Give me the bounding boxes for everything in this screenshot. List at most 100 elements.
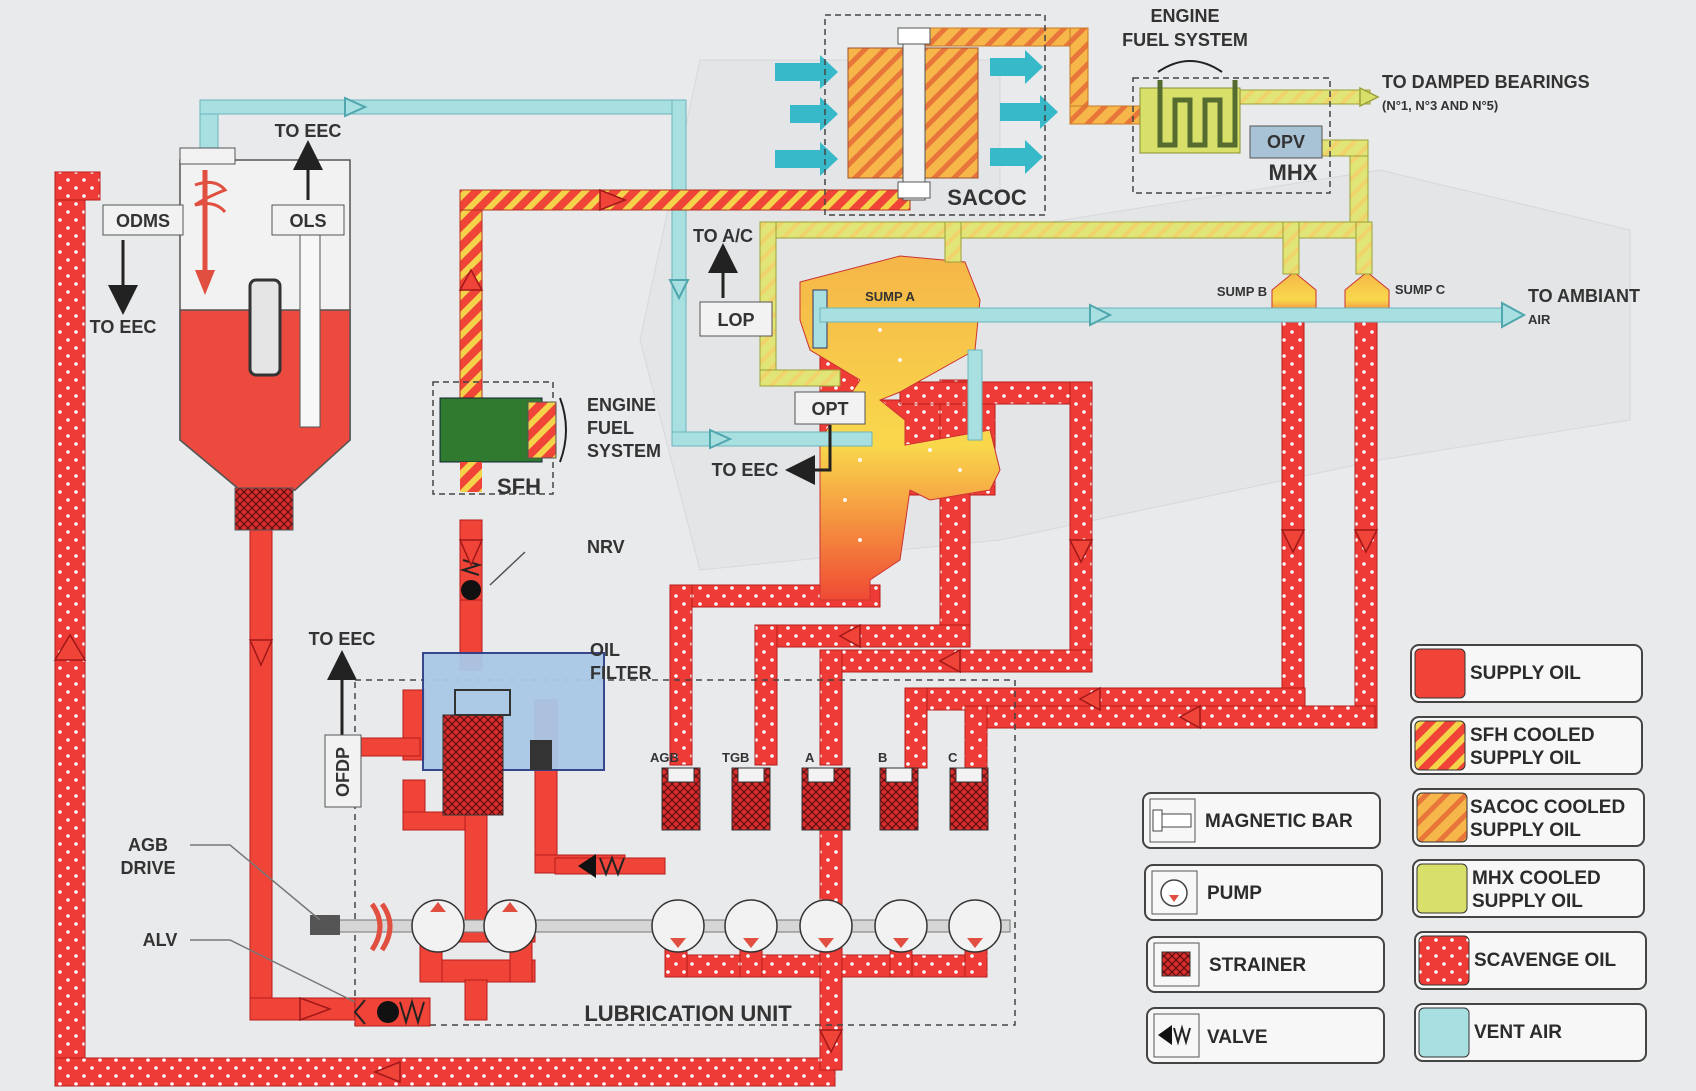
to-eec-top-label: TO EEC xyxy=(275,121,342,141)
diagram-labels: ENGINE FUEL SYSTEM TO DAMPED BEARINGS (N… xyxy=(90,6,1640,1026)
engine-fuel-system-top-line2: FUEL SYSTEM xyxy=(1122,30,1248,50)
legend-mhx-cooled: MHX COOLED SUPPLY OIL xyxy=(1412,859,1645,918)
lubrication-unit-label: LUBRICATION UNIT xyxy=(584,1001,792,1026)
sump-b-label: SUMP B xyxy=(1217,284,1267,299)
scavenge-pump-5 xyxy=(948,899,1002,953)
ols-box: OLS xyxy=(271,204,345,236)
scavenge-pump-4 xyxy=(874,899,928,953)
strainer-tag-b: B xyxy=(878,750,887,765)
sacoc-cooled-lines xyxy=(904,27,1141,125)
pump-icon xyxy=(1160,879,1188,907)
strainer-a xyxy=(801,767,851,831)
legend-vent-air: VENT AIR xyxy=(1414,1003,1647,1062)
strainer-b xyxy=(879,767,919,831)
legend-mhx-cooled-line2: SUPPLY OIL xyxy=(1472,891,1583,912)
leader-lines xyxy=(190,844,356,1003)
opv-label: OPV xyxy=(1267,132,1305,152)
mhx-heat-exchanger xyxy=(1132,60,1331,194)
sfh-heat-exchanger xyxy=(432,381,567,495)
legend-oils: SUPPLY OIL SFH COOLED SUPPLY OIL SACOC C… xyxy=(1410,644,1647,1062)
to-eec-opt-label: TO EEC xyxy=(712,460,779,480)
strainer-tag-tgb: TGB xyxy=(722,750,749,765)
opt-label: OPT xyxy=(811,399,848,419)
to-eec-left-label: TO EEC xyxy=(90,317,157,337)
oil-tank xyxy=(179,147,351,531)
vent-air-arrows xyxy=(344,96,1527,450)
strainer-icon xyxy=(1161,951,1191,977)
strainer-agb xyxy=(661,767,701,831)
engine-fuel-system-mid-line3: SYSTEM xyxy=(587,441,661,461)
flow-arrows xyxy=(53,188,1379,1084)
scavenge-pump-1 xyxy=(651,899,705,953)
sacoc-air-arrows xyxy=(775,50,1058,176)
oil-filter xyxy=(354,652,1016,1026)
opt-box: OPT xyxy=(794,391,866,425)
alv-label: ALV xyxy=(143,930,178,950)
odms-box: ODMS xyxy=(102,204,184,236)
nrv-label: NRV xyxy=(587,537,625,557)
strainer-c xyxy=(949,767,989,831)
to-ambiant-air-line2: AIR xyxy=(1528,312,1551,327)
oil-filter-line1: OIL xyxy=(590,640,620,660)
ofdp-box: OFDP xyxy=(324,734,362,808)
strainer-tag-c: C xyxy=(948,750,958,765)
sump-c-label: SUMP C xyxy=(1395,282,1446,297)
legend-supply-oil-label: SUPPLY OIL xyxy=(1470,663,1581,684)
lop-label: LOP xyxy=(717,310,754,330)
nrv-valve xyxy=(459,539,526,601)
legend-valve-label: VALVE xyxy=(1207,1027,1268,1048)
sacoc-cooler xyxy=(824,14,1046,216)
legend-sfh-cooled-line1: SFH COOLED xyxy=(1470,725,1595,746)
legend-supply-oil: SUPPLY OIL xyxy=(1410,644,1643,703)
vent-air-lines xyxy=(199,99,1506,447)
legend-mhx-cooled-line1: MHX COOLED xyxy=(1472,868,1601,889)
mhx-label: MHX xyxy=(1269,160,1318,185)
magnetic-bar-icon xyxy=(1152,809,1192,832)
sfh-cooled-lines xyxy=(459,189,911,401)
oil-filter-line2: FILTER xyxy=(590,663,652,683)
to-damped-bearings-line2: (N°1, N°3 AND N°5) xyxy=(1382,98,1498,113)
strainer-tag-agb: AGB xyxy=(650,750,679,765)
legend-magnetic-bar-label: MAGNETIC BAR xyxy=(1205,811,1353,832)
legend-strainer-label: STRAINER xyxy=(1209,955,1306,976)
scavenge-valve xyxy=(554,854,666,878)
legend-valve: VALVE xyxy=(1146,1007,1385,1064)
alv-valve xyxy=(353,997,431,1027)
engine-fuel-system-mid-line2: FUEL xyxy=(587,418,634,438)
legend-strainer: STRAINER xyxy=(1146,936,1385,993)
legend-sfh-cooled-line2: SUPPLY OIL xyxy=(1470,748,1581,769)
ofdp-label: OFDP xyxy=(333,747,353,797)
legend-sacoc-cooled: SACOC COOLED SUPPLY OIL xyxy=(1412,788,1645,847)
mhx-cooled-lines xyxy=(759,89,1373,387)
supply-pump-1 xyxy=(411,899,465,953)
legend-sfh-cooled: SFH COOLED SUPPLY OIL xyxy=(1410,716,1643,775)
scavenge-pump-3 xyxy=(799,899,853,953)
strainer-tgb xyxy=(731,767,771,831)
engine-fuel-system-mid-line1: ENGINE xyxy=(587,395,656,415)
agb-drive-line1: AGB xyxy=(128,835,168,855)
sacoc-label: SACOC xyxy=(947,185,1027,210)
legend-magnetic-bar: MAGNETIC BAR xyxy=(1142,792,1381,849)
sump-a-label: SUMP A xyxy=(865,289,915,304)
agb-drive-line2: DRIVE xyxy=(120,858,175,878)
ols-label: OLS xyxy=(289,211,326,231)
legend-symbols: MAGNETIC BAR PUMP STRAINER VALVE xyxy=(1142,792,1385,1064)
damped-bearings-arrow xyxy=(1359,86,1380,108)
pump-row xyxy=(411,899,1002,953)
legend-scavenge-oil: SCAVENGE OIL xyxy=(1414,931,1647,990)
legend-pump-label: PUMP xyxy=(1207,883,1262,904)
legend-scavenge-oil-label: SCAVENGE OIL xyxy=(1474,950,1617,971)
supply-pump-2 xyxy=(483,899,537,953)
to-eec-ofdp-label: TO EEC xyxy=(309,629,376,649)
sfh-label: SFH xyxy=(497,474,541,499)
to-ambiant-air-line1: TO AMBIANT xyxy=(1528,286,1640,306)
lop-box: LOP xyxy=(699,301,773,337)
strainer-row: AGB TGB A B C xyxy=(650,750,989,831)
to-ac-label: TO A/C xyxy=(693,226,753,246)
engine-fuel-system-top-line1: ENGINE xyxy=(1150,6,1219,26)
legend-vent-air-label: VENT AIR xyxy=(1474,1022,1562,1043)
legend-sacoc-cooled-line2: SUPPLY OIL xyxy=(1470,820,1581,841)
legend-sacoc-cooled-line1: SACOC COOLED xyxy=(1470,797,1625,818)
scavenge-pump-2 xyxy=(724,899,778,953)
